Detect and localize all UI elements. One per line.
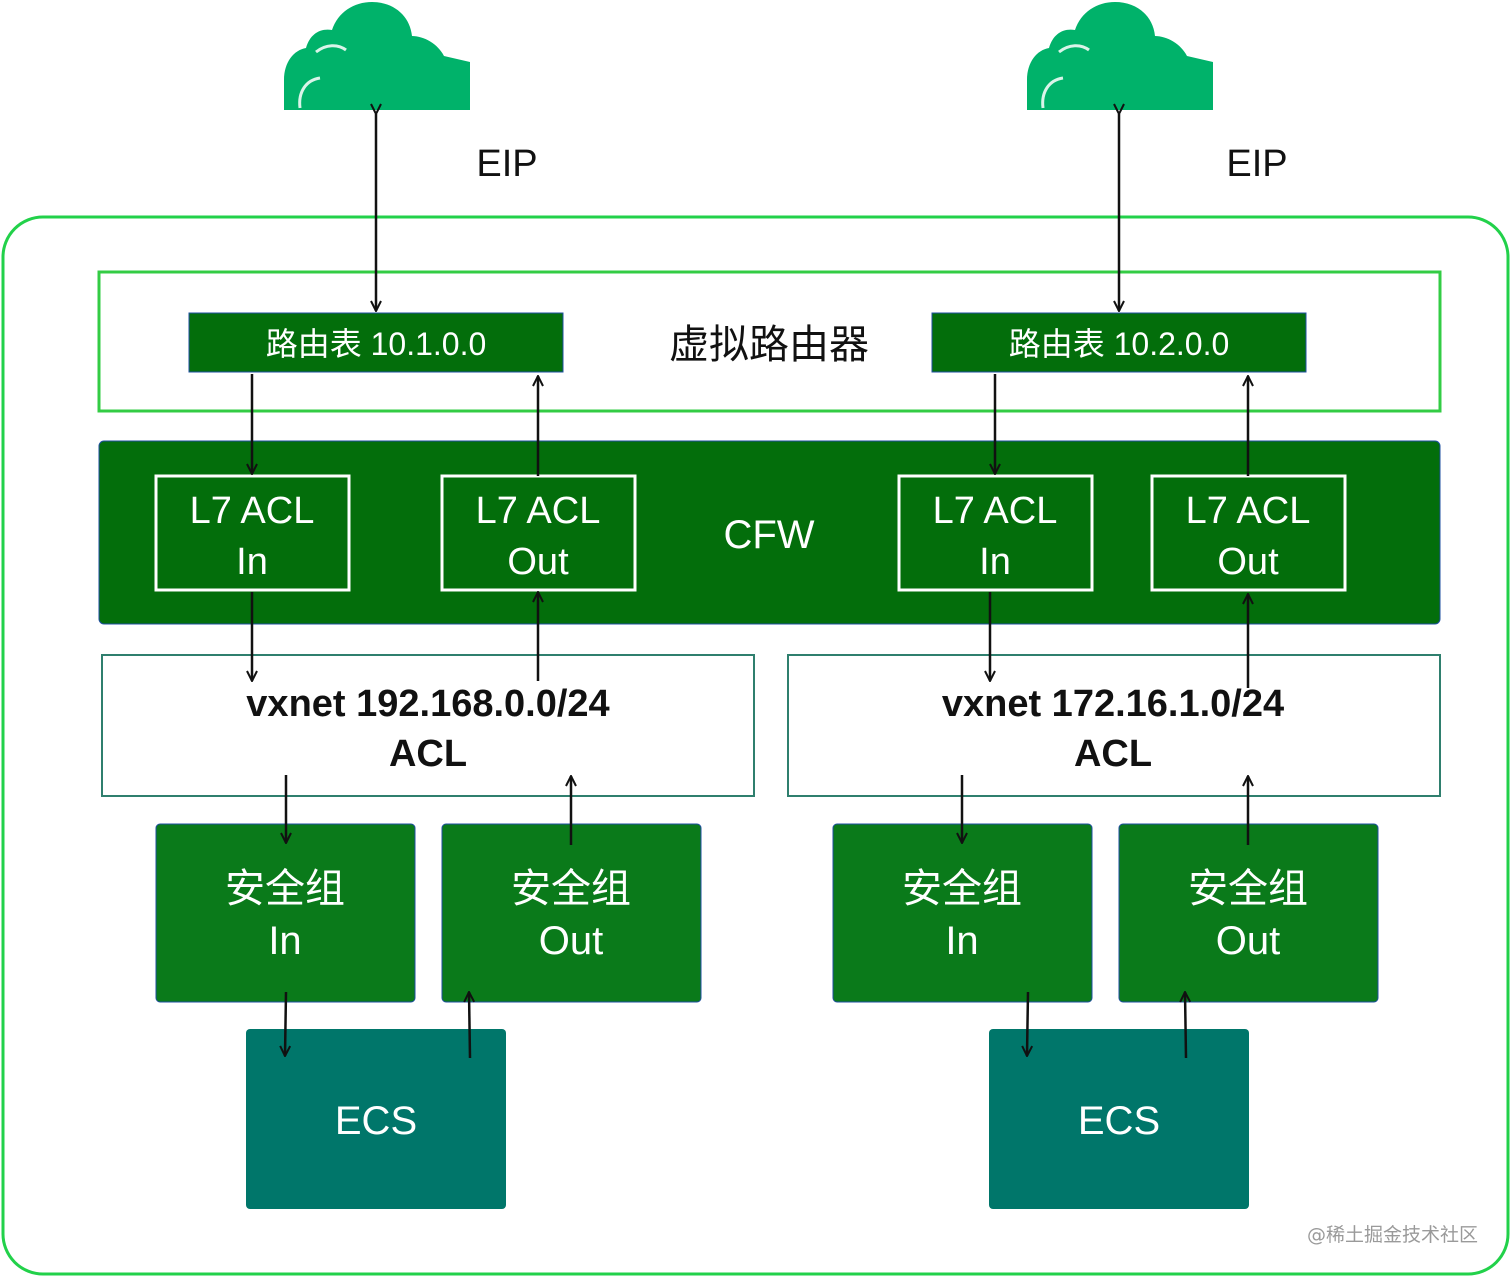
vxnet-left: vxnet 192.168.0.0/24 ACL: [101, 654, 755, 797]
cfw-acl-box-2: L7 ACL Out: [440, 474, 637, 592]
route-table-left-label: 路由表 10.1.0.0: [266, 326, 487, 362]
cfw-acl-box-3: L7 ACL In: [897, 474, 1094, 592]
security-group-2: 安全组 Out: [441, 823, 702, 1003]
vxnet-right-line2: ACL: [1074, 733, 1152, 775]
ecs-right: ECS: [989, 1029, 1249, 1209]
cfw-acl-box-4-line2: Out: [1217, 541, 1279, 583]
security-group-4-line1: 安全组: [1188, 866, 1308, 912]
cfw-acl-box-2-line2: Out: [507, 541, 569, 583]
watermark: @稀土掘金技术社区: [1307, 1224, 1478, 1246]
vxnet-right-line1: vxnet 172.16.1.0/24: [942, 683, 1284, 725]
vxnet-left-line2: ACL: [389, 733, 467, 775]
cfw-acl-box-1-line1: L7 ACL: [190, 490, 315, 532]
connectors: [252, 114, 1248, 1059]
security-group-2-line1: 安全组: [511, 866, 631, 912]
cloud-right-icon: [1027, 2, 1213, 110]
ecs-left: ECS: [246, 1029, 506, 1209]
route-table-right-label: 路由表 10.2.0.0: [1009, 326, 1230, 362]
vxnet-left-line1: vxnet 192.168.0.0/24: [246, 683, 609, 725]
security-group-1: 安全组 In: [155, 823, 416, 1003]
cfw-band: [98, 440, 1441, 625]
vpc-container: [1, 215, 1510, 1276]
arrow-ecs-to-sg-out-right: [1185, 992, 1186, 1059]
cloud-left-icon: [284, 2, 470, 110]
virtual-router-label: 虚拟路由器: [669, 322, 869, 368]
arrow-sg-in-to-ecs-right: [1027, 991, 1028, 1056]
route-table-right: 路由表 10.2.0.0: [931, 312, 1307, 373]
cfw-label: CFW: [723, 513, 814, 557]
eip-right-label: EIP: [1226, 143, 1287, 185]
security-group-1-line1: 安全组: [225, 866, 345, 912]
security-group-4-line2: Out: [1216, 919, 1280, 963]
security-group-1-line2: In: [268, 919, 301, 963]
cfw-acl-box-4: L7 ACL Out: [1150, 474, 1347, 592]
cfw-acl-box-3-line1: L7 ACL: [933, 490, 1058, 532]
cfw-acl-box-1-line2: In: [236, 541, 268, 583]
cfw-acl-box-2-line1: L7 ACL: [476, 490, 601, 532]
security-group-3-line2: In: [945, 919, 978, 963]
security-group-2-line2: Out: [539, 919, 603, 963]
virtual-router-region: [97, 270, 1442, 413]
security-group-3: 安全组 In: [832, 823, 1093, 1003]
ecs-left-label: ECS: [335, 1099, 417, 1143]
vxnet-right: vxnet 172.16.1.0/24 ACL: [787, 654, 1441, 797]
arrow-ecs-to-sg-out-left: [469, 992, 470, 1059]
cfw-acl-box-3-line2: In: [979, 541, 1011, 583]
ecs-right-label: ECS: [1078, 1099, 1160, 1143]
cfw-acl-box-4-line1: L7 ACL: [1186, 490, 1311, 532]
eip-left-label: EIP: [476, 143, 537, 185]
security-group-3-line1: 安全组: [902, 866, 1022, 912]
route-table-left: 路由表 10.1.0.0: [188, 312, 564, 373]
security-group-4: 安全组 Out: [1118, 823, 1379, 1003]
arrow-sg-in-to-ecs-left: [285, 991, 286, 1056]
cfw-acl-box-1: L7 ACL In: [154, 474, 351, 592]
